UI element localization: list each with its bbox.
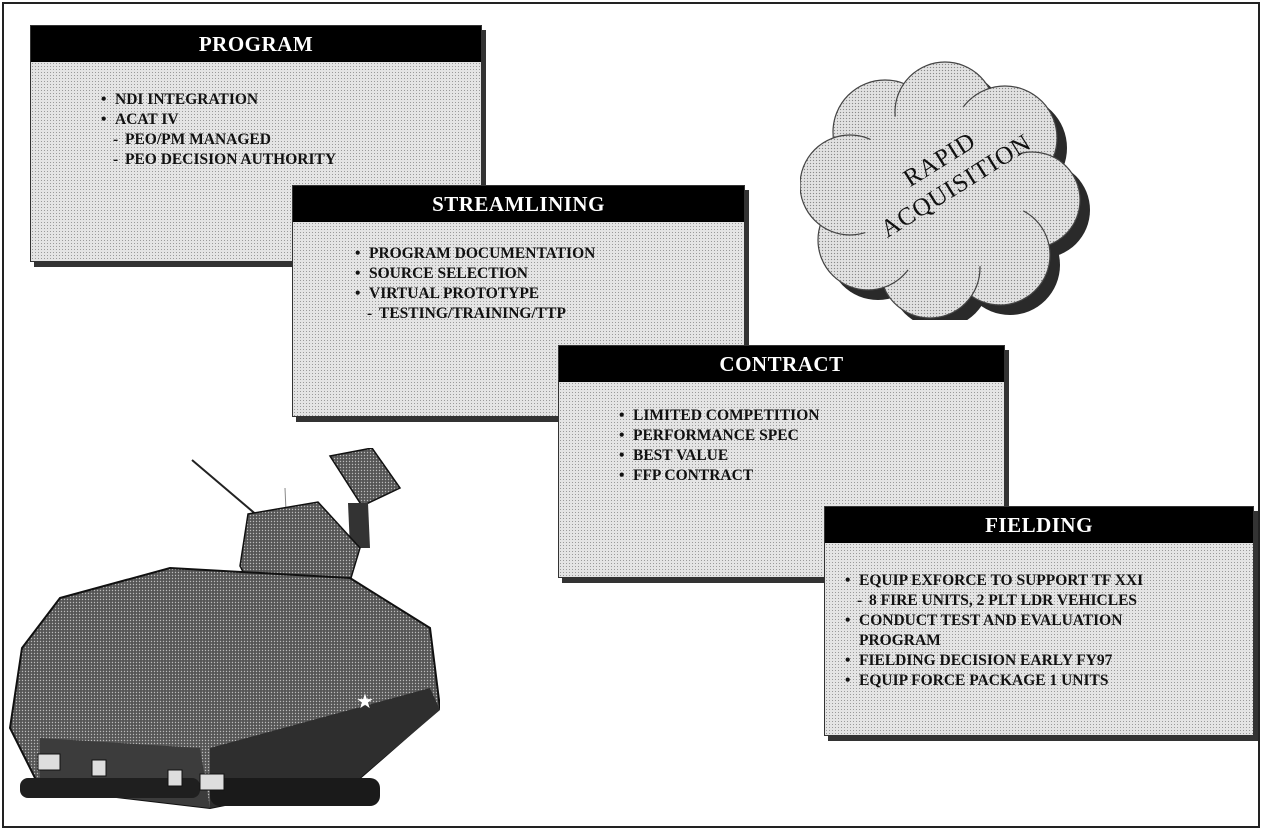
rapid-acquisition-cloud bbox=[800, 61, 1090, 320]
streamlining-title: STREAMLINING bbox=[293, 186, 744, 222]
fielding-title: FIELDING bbox=[825, 507, 1253, 543]
fielding-list: EQUIP EXFORCE TO SUPPORT TF XXI 8 FIRE U… bbox=[845, 571, 1253, 691]
list-item: PROGRAM bbox=[859, 632, 941, 649]
contract-title: CONTRACT bbox=[559, 346, 1004, 382]
list-item: PEO DECISION AUTHORITY bbox=[101, 150, 481, 170]
vehicle-image: ★ bbox=[8, 448, 440, 810]
svg-text:★: ★ bbox=[356, 689, 374, 713]
program-list: NDI INTEGRATION ACAT IV PEO/PM MANAGED P… bbox=[101, 90, 481, 170]
list-item: NDI INTEGRATION bbox=[101, 90, 481, 110]
list-item: FFP CONTRACT bbox=[619, 466, 1004, 486]
list-item: FIELDING DECISION EARLY FY97 bbox=[845, 651, 1253, 671]
list-item: EQUIP EXFORCE TO SUPPORT TF XXI bbox=[845, 571, 1253, 591]
list-item: 8 FIRE UNITS, 2 PLT LDR VEHICLES bbox=[845, 591, 1253, 611]
fielding-box: FIELDING EQUIP EXFORCE TO SUPPORT TF XXI… bbox=[824, 506, 1254, 736]
list-item: LIMITED COMPETITION bbox=[619, 406, 1004, 426]
list-item: CONDUCT TEST AND EVALUATION bbox=[845, 611, 1253, 631]
list-item: BEST VALUE bbox=[619, 446, 1004, 466]
list-item: PEO/PM MANAGED bbox=[101, 130, 481, 150]
list-item: PROGRAM DOCUMENTATION bbox=[355, 244, 744, 264]
list-item: ACAT IV bbox=[101, 110, 481, 130]
contract-list: LIMITED COMPETITION PERFORMANCE SPEC BES… bbox=[619, 406, 1004, 486]
list-item: PERFORMANCE SPEC bbox=[619, 426, 1004, 446]
list-item: EQUIP FORCE PACKAGE 1 UNITS bbox=[845, 671, 1253, 691]
list-item: VIRTUAL PROTOTYPE bbox=[355, 284, 744, 304]
streamlining-list: PROGRAM DOCUMENTATION SOURCE SELECTION V… bbox=[355, 244, 744, 324]
list-item: SOURCE SELECTION bbox=[355, 264, 744, 284]
program-title: PROGRAM bbox=[31, 26, 481, 62]
list-item: TESTING/TRAINING/TTP bbox=[355, 304, 744, 324]
